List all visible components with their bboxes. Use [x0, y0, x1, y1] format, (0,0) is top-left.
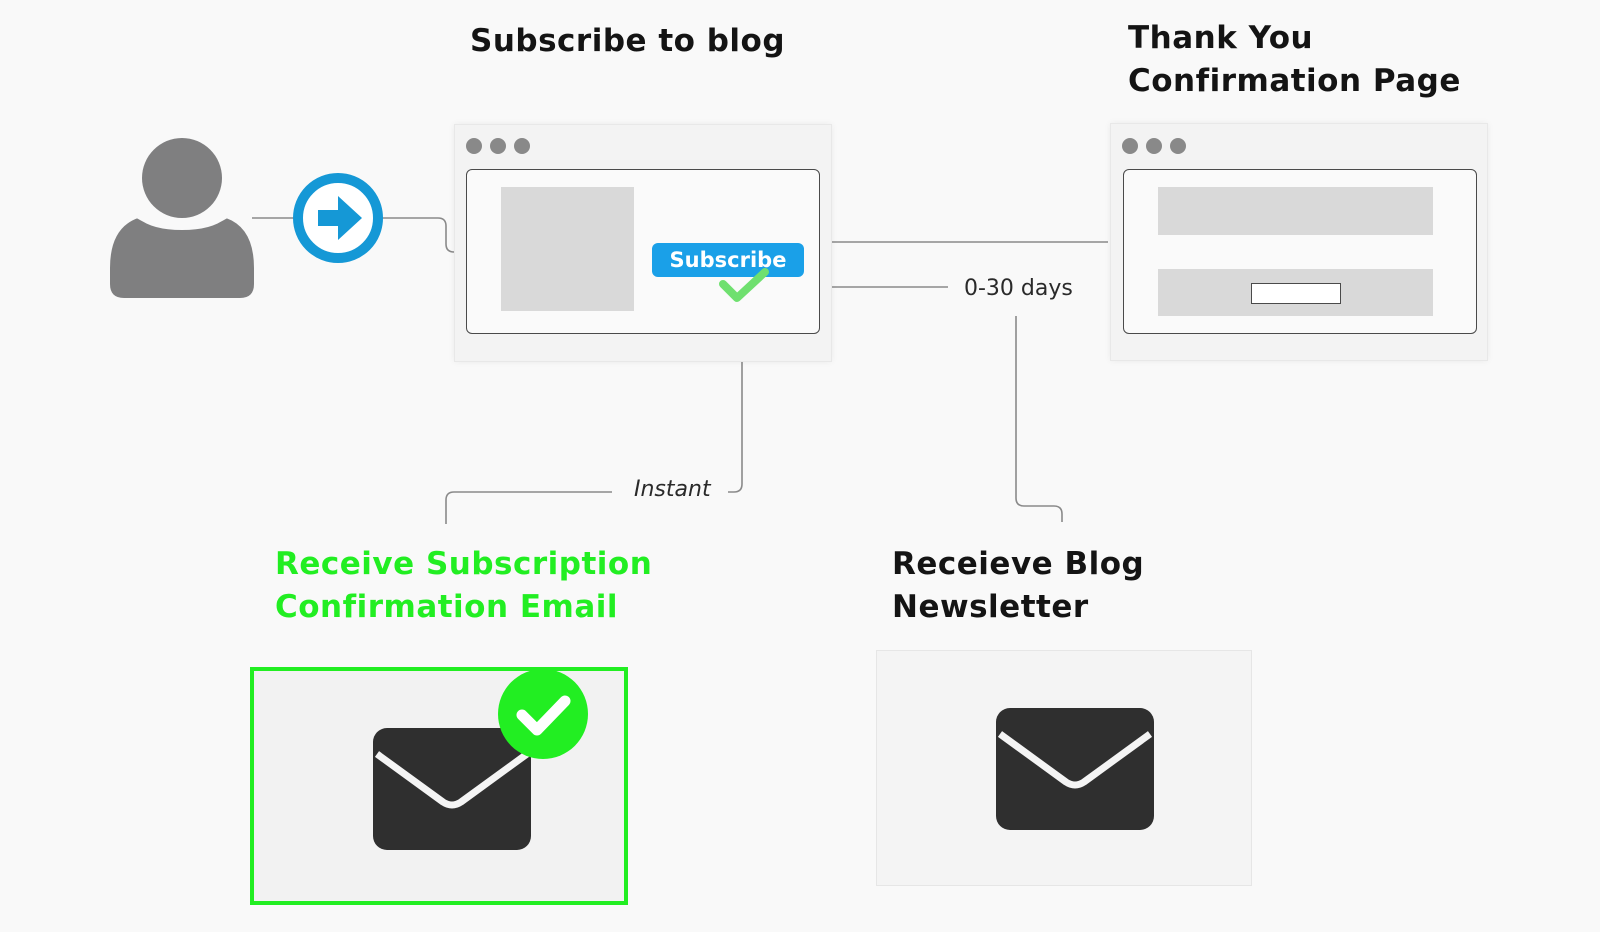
checkmark-icon: [498, 669, 588, 759]
arrow-right-circle-icon: [292, 172, 384, 264]
window-dot: [466, 138, 482, 154]
heading-thank-you-page: Thank You Confirmation Page: [1128, 17, 1461, 103]
delay-label-instant: Instant: [628, 477, 717, 502]
image-placeholder: [501, 187, 634, 311]
heading-newsletter-line1: Receieve Blog: [892, 546, 1145, 582]
heading-confirmation-email: Receive Subscription Confirmation Email: [275, 543, 652, 629]
newsletter-card: [876, 650, 1252, 886]
heading-subscribe-to-blog: Subscribe to blog: [470, 23, 786, 59]
heading-confirm-line2: Confirmation Email: [275, 589, 618, 625]
heading-newsletter-line2: Newsletter: [892, 589, 1089, 625]
browser-content-area: [1123, 169, 1477, 334]
window-dot: [490, 138, 506, 154]
connector-check-instant: [728, 300, 743, 493]
checkmark-icon: [717, 268, 771, 304]
input-placeholder: [1251, 283, 1341, 304]
user-icon: [108, 138, 256, 298]
browser-content-area: Subscribe: [466, 169, 820, 334]
header-placeholder: [1158, 187, 1433, 235]
window-dot: [1170, 138, 1186, 154]
delay-label-days: 0-30 days: [958, 276, 1079, 301]
heading-confirm-line1: Receive Subscription: [275, 546, 653, 582]
heading-thankyou-line2: Confirmation Page: [1128, 63, 1461, 99]
window-dot: [1122, 138, 1138, 154]
envelope-icon: [996, 708, 1154, 830]
connector-user-browser: [252, 217, 466, 253]
thankyou-browser-window: [1110, 123, 1488, 361]
form-placeholder: [1158, 269, 1433, 316]
connector-instant-confirm: [445, 491, 612, 524]
window-dot: [514, 138, 530, 154]
heading-thankyou-line1: Thank You: [1128, 20, 1314, 56]
window-dot: [1146, 138, 1162, 154]
envelope-icon: [373, 728, 531, 850]
subscribe-browser-window: Subscribe: [454, 124, 832, 362]
connector-days-newsletter: [1015, 316, 1063, 522]
subscribe-button[interactable]: Subscribe: [652, 243, 804, 277]
heading-blog-newsletter: Receieve Blog Newsletter: [892, 543, 1144, 629]
confirmation-email-card: [250, 667, 628, 905]
